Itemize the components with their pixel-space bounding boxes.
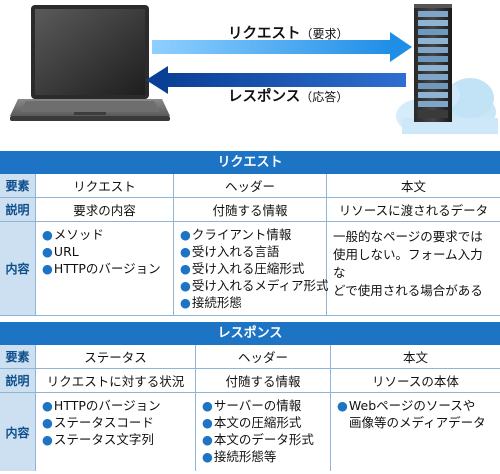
row-header-description: 説明 [0,369,36,392]
response-arrow-label: レスポンス（応答） [228,85,348,106]
list-item: Webページのソースや [337,397,494,414]
row-header-element: 要素 [0,345,36,368]
paragraph-line: 一般的なページの要求では [333,229,483,244]
row-header-content: 内容 [0,393,36,471]
list-item: メソッド [42,226,167,243]
row-header-element: 要素 [0,174,36,197]
list-item: 接続形態等 [202,448,324,465]
request-arrow [152,32,412,62]
response-element-row: 要素 ステータス ヘッダー 本文 [0,345,500,369]
response-label-note: （応答） [300,90,349,104]
http-diagram-illustration: リクエスト（要求） レスポンス（応答） [0,0,500,142]
paragraph-line: 使用しない。フォーム入力な [333,247,483,280]
request-col3-description: リソースに渡されるデータ [338,203,489,218]
request-label-note: （要求） [300,27,349,41]
list-item: 受け入れるメディア形式 [180,277,329,294]
list-item: HTTPのバージョン [42,397,189,414]
request-col1-element: リクエスト [36,174,174,197]
request-col2-content: クライアント情報 受け入れる言語 受け入れる圧縮形式 受け入れるメディア形式 接… [174,222,329,315]
response-col3-description: リソースの本体 [372,374,459,389]
row-header-content: 内容 [0,222,36,315]
request-col3-content: 一般的なページの要求では 使用しない。フォーム入力な どで使用される場合がある [327,222,500,315]
request-col2-description: 付随する情報 [174,198,327,221]
response-content-row: 内容 HTTPのバージョン ステータスコード ステータス文字列 サーバーの情報 … [0,393,500,471]
list-item: 本文のデータ形式 [202,431,324,448]
list-item: サーバーの情報 [202,397,324,414]
server-rack-icon [414,4,452,122]
list-item: 本文の圧縮形式 [202,414,324,431]
response-col2-content: サーバーの情報 本文の圧縮形式 本文のデータ形式 接続形態等 [196,393,331,471]
list-item: HTTPのバージョン [42,260,167,277]
response-col1-content: HTTPのバージョン ステータスコード ステータス文字列 [36,393,196,471]
request-label-text: リクエスト [228,26,301,42]
response-col1-element: ステータス [36,345,196,368]
response-table: レスポンス 要素 ステータス ヘッダー 本文 説明 リクエストに対する状況 付随… [0,322,500,471]
request-element-row: 要素 リクエスト ヘッダー 本文 [0,174,500,198]
request-col1-content: メソッド URL HTTPのバージョン [36,222,174,315]
list-item: 受け入れる圧縮形式 [180,260,320,277]
list-item: ステータスコード [42,414,189,431]
response-col3-element: 本文 [402,350,428,365]
client-server-svg [10,4,498,134]
paragraph-line: どで使用される場合がある [333,283,483,298]
request-description-row: 説明 要求の内容 付随する情報 リソースに渡されるデータ [0,198,500,222]
list-item: 接続形態 [180,294,320,311]
list-item: クライアント情報 [180,226,320,243]
list-item: URL [42,243,167,260]
list-item-continued: 画像等のメディアデータ [349,415,486,430]
request-col3-element: 本文 [400,179,426,194]
row-header-description: 説明 [0,198,36,221]
response-col3-content: Webページのソースや 画像等のメディアデータ [331,393,500,471]
response-col1-description: リクエストに対する状況 [36,369,196,392]
response-description-row: 説明 リクエストに対する状況 付随する情報 リソースの本体 [0,369,500,393]
request-content-row: 内容 メソッド URL HTTPのバージョン クライアント情報 受け入れる言語 … [0,222,500,316]
request-col2-element: ヘッダー [174,174,327,197]
request-arrow-label: リクエスト（要求） [228,22,349,43]
response-col2-description: 付随する情報 [196,369,331,392]
response-arrow [146,66,406,94]
laptop-icon [10,5,170,121]
request-table-title: リクエスト [0,151,500,174]
request-col1-description: 要求の内容 [36,198,174,221]
response-col2-element: ヘッダー [196,345,331,368]
response-label-text: レスポンス [228,89,301,105]
list-item: ステータス文字列 [42,431,189,448]
list-item: 受け入れる言語 [180,243,320,260]
response-table-title: レスポンス [0,322,500,345]
request-table: リクエスト 要素 リクエスト ヘッダー 本文 説明 要求の内容 付随する情報 リ… [0,151,500,316]
